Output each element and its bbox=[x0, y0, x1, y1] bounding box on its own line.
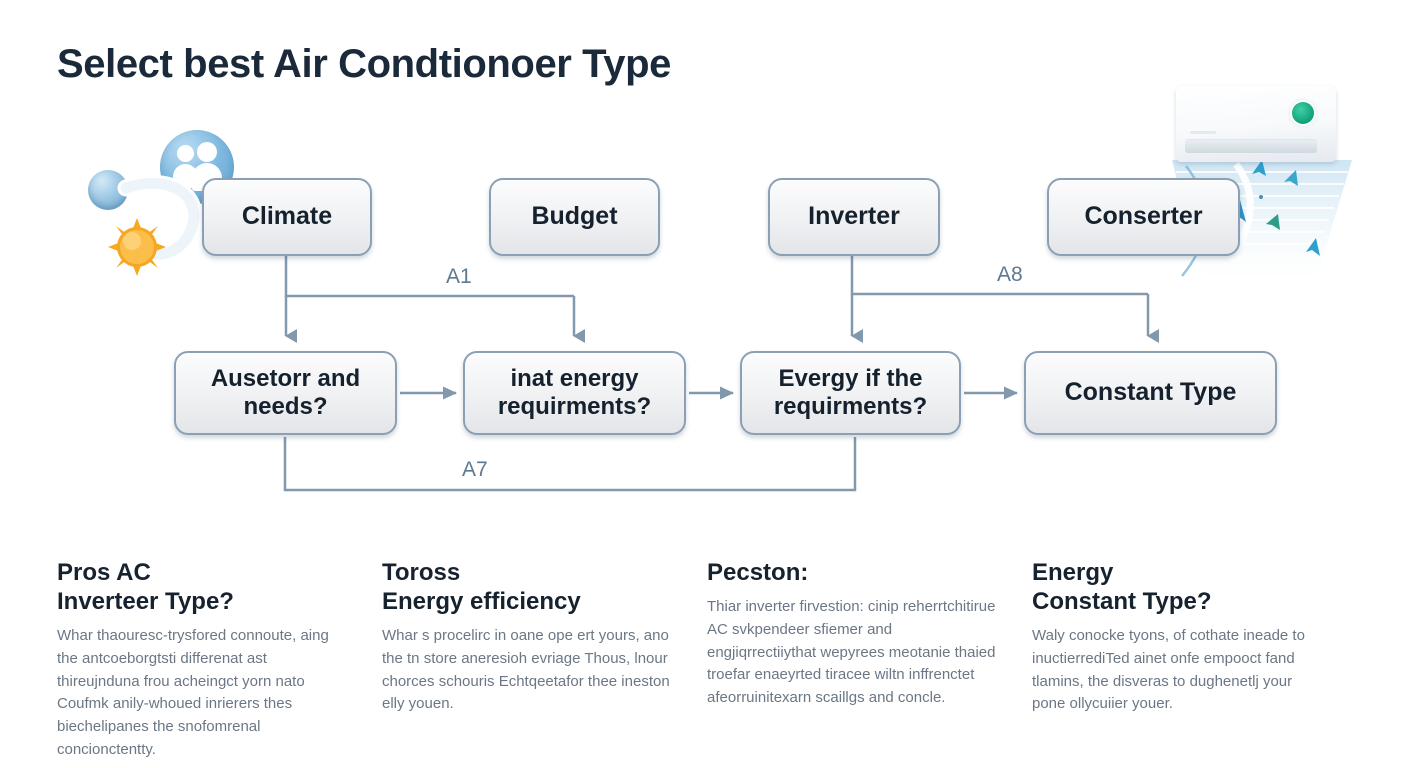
flow-node-budget[interactable]: Budget bbox=[489, 178, 660, 256]
ac-brand-mark bbox=[1190, 131, 1216, 134]
wall-split-air-conditioner-icon bbox=[1176, 86, 1336, 162]
info-column-1: Pros AC Inverteer Type? Whar thaouresc-t… bbox=[57, 558, 382, 762]
info-column-3: Pecston: Thiar inverter firvestion: cini… bbox=[707, 558, 1032, 762]
curved-arrow-swoosh-icon bbox=[117, 175, 203, 263]
info-column-4-heading: Energy Constant Type? bbox=[1032, 559, 1212, 616]
flow-node-constant-type[interactable]: Constant Type bbox=[1024, 351, 1277, 435]
flow-node-question-3[interactable]: Evergy if the requirments? bbox=[740, 351, 961, 435]
info-column-3-heading: Pecston: bbox=[707, 559, 809, 586]
ac-air-vent bbox=[1185, 139, 1317, 153]
green-power-indicator-icon bbox=[1292, 102, 1314, 124]
info-column-1-heading: Pros AC Inverteer Type? bbox=[57, 559, 234, 616]
sun-icon bbox=[108, 218, 166, 276]
info-columns: Pros AC Inverteer Type? Whar thaouresc-t… bbox=[57, 558, 1357, 762]
connector-a7 bbox=[283, 437, 857, 492]
info-column-3-body: Thiar inverter firvestion: cinip reherrt… bbox=[707, 598, 996, 707]
connector-label-a7: A7 bbox=[462, 458, 488, 481]
person-head-left bbox=[177, 145, 194, 162]
page-title: Select best Air Condtionoer Type bbox=[57, 42, 671, 86]
flow-node-climate[interactable]: Climate bbox=[202, 178, 372, 256]
flow-node-question-1[interactable]: Ausetorr and needs? bbox=[174, 351, 397, 435]
info-column-2-heading: Toross Energy efficiency bbox=[382, 559, 581, 616]
person-head-right bbox=[197, 142, 217, 162]
connector-a1 bbox=[284, 256, 585, 343]
flow-node-inverter[interactable]: Inverter bbox=[768, 178, 940, 256]
info-column-2-body: Whar s procelirc in oane ope ert yours, … bbox=[382, 627, 670, 713]
connector-label-a1: A1 bbox=[446, 265, 472, 288]
info-column-4-body: Waly conocke tyons, of cothate ineade to… bbox=[1032, 627, 1305, 713]
info-column-1-body: Whar thaouresc-trysfored connoute, aing … bbox=[57, 627, 329, 759]
flow-node-question-2[interactable]: inat energy requirments? bbox=[463, 351, 686, 435]
flow-node-conserter[interactable]: Conserter bbox=[1047, 178, 1240, 256]
info-column-4: Energy Constant Type? Waly conocke tyons… bbox=[1032, 558, 1357, 762]
connector-label-a8: A8 bbox=[997, 263, 1023, 286]
info-column-2: Toross Energy efficiency Whar s procelir… bbox=[382, 558, 707, 762]
